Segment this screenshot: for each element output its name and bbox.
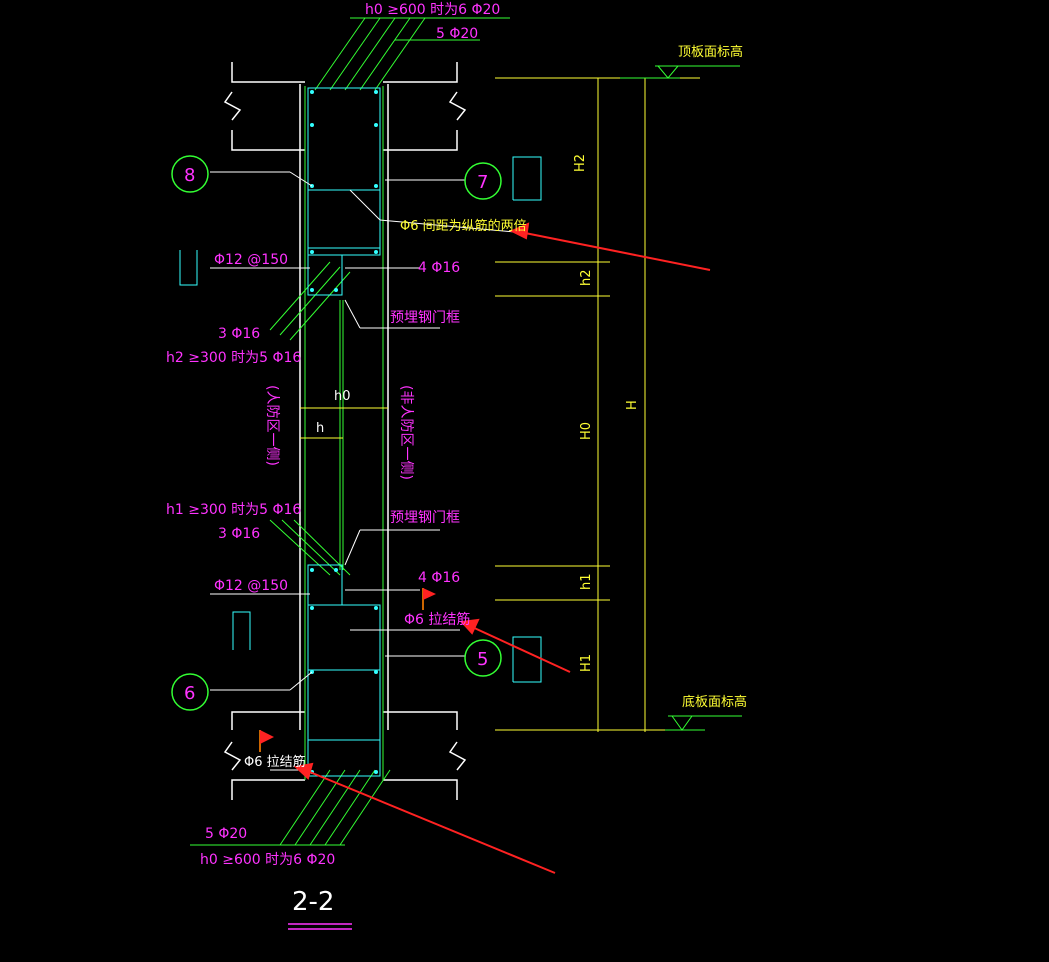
dim-h2: h2 — [579, 269, 594, 286]
h-label: h — [316, 421, 324, 436]
tie-left-label: Φ6 拉结筋 — [244, 754, 306, 770]
dim-H0: H0 — [579, 422, 594, 440]
left-side-label: (人防区一侧) — [264, 385, 280, 466]
title-underline — [288, 923, 352, 930]
lower-3phi16-label: 3 Φ16 — [218, 526, 260, 542]
flag-icon — [259, 588, 436, 752]
bottom-5phi20: 5 Φ20 — [205, 826, 247, 842]
top-5phi20: 5 Φ20 — [436, 26, 478, 42]
h0-label: h0 — [334, 389, 351, 404]
lower-frame-label: 预埋钢门框 — [390, 510, 460, 526]
callout-5: 5 — [477, 649, 488, 670]
upper-3phi16-label: 3 Φ16 — [218, 326, 260, 342]
right-side-label: (非人防区一侧) — [398, 385, 414, 480]
callout-circles — [171, 155, 502, 711]
upper-frame-label: 预埋钢门框 — [390, 310, 460, 326]
top-h0-note: h0 ≥600 时为6 Φ20 — [365, 2, 500, 18]
section-title: 2-2 — [292, 887, 334, 917]
h1-note: h1 ≥300 时为5 Φ16 — [166, 502, 301, 518]
dim-H1: H1 — [579, 654, 594, 672]
h2-note: h2 ≥300 时为5 Φ16 — [166, 350, 301, 366]
upper-4phi16-label: 4 Φ16 — [418, 260, 460, 276]
slab-outlines — [223, 62, 467, 800]
lower-4phi16-label: 4 Φ16 — [418, 570, 460, 586]
bottom-elevation-label: 底板面标高 — [682, 694, 747, 710]
rebar-lines — [190, 17, 510, 846]
callout-6: 6 — [184, 683, 195, 704]
dim-H2: H2 — [573, 154, 588, 172]
leader-lines — [210, 171, 516, 771]
stirrup-note: Φ6 间距为纵筋的两倍 — [400, 218, 527, 234]
upper-phi12-label: Φ12 @150 — [214, 252, 288, 268]
stirrups — [179, 87, 542, 777]
bottom-h0-note: h0 ≥600 时为6 Φ20 — [200, 852, 335, 868]
dim-H: H — [625, 400, 640, 410]
callout-8: 8 — [184, 165, 195, 186]
tie-right-label: Φ6 拉结筋 — [404, 611, 470, 628]
lower-phi12-label: Φ12 @150 — [214, 578, 288, 594]
top-elevation-label: 顶板面标高 — [678, 44, 743, 60]
red-arrows — [293, 222, 711, 874]
elevation-symbols — [620, 65, 742, 731]
dim-h1: h1 — [579, 573, 594, 590]
callout-7: 7 — [477, 172, 488, 193]
